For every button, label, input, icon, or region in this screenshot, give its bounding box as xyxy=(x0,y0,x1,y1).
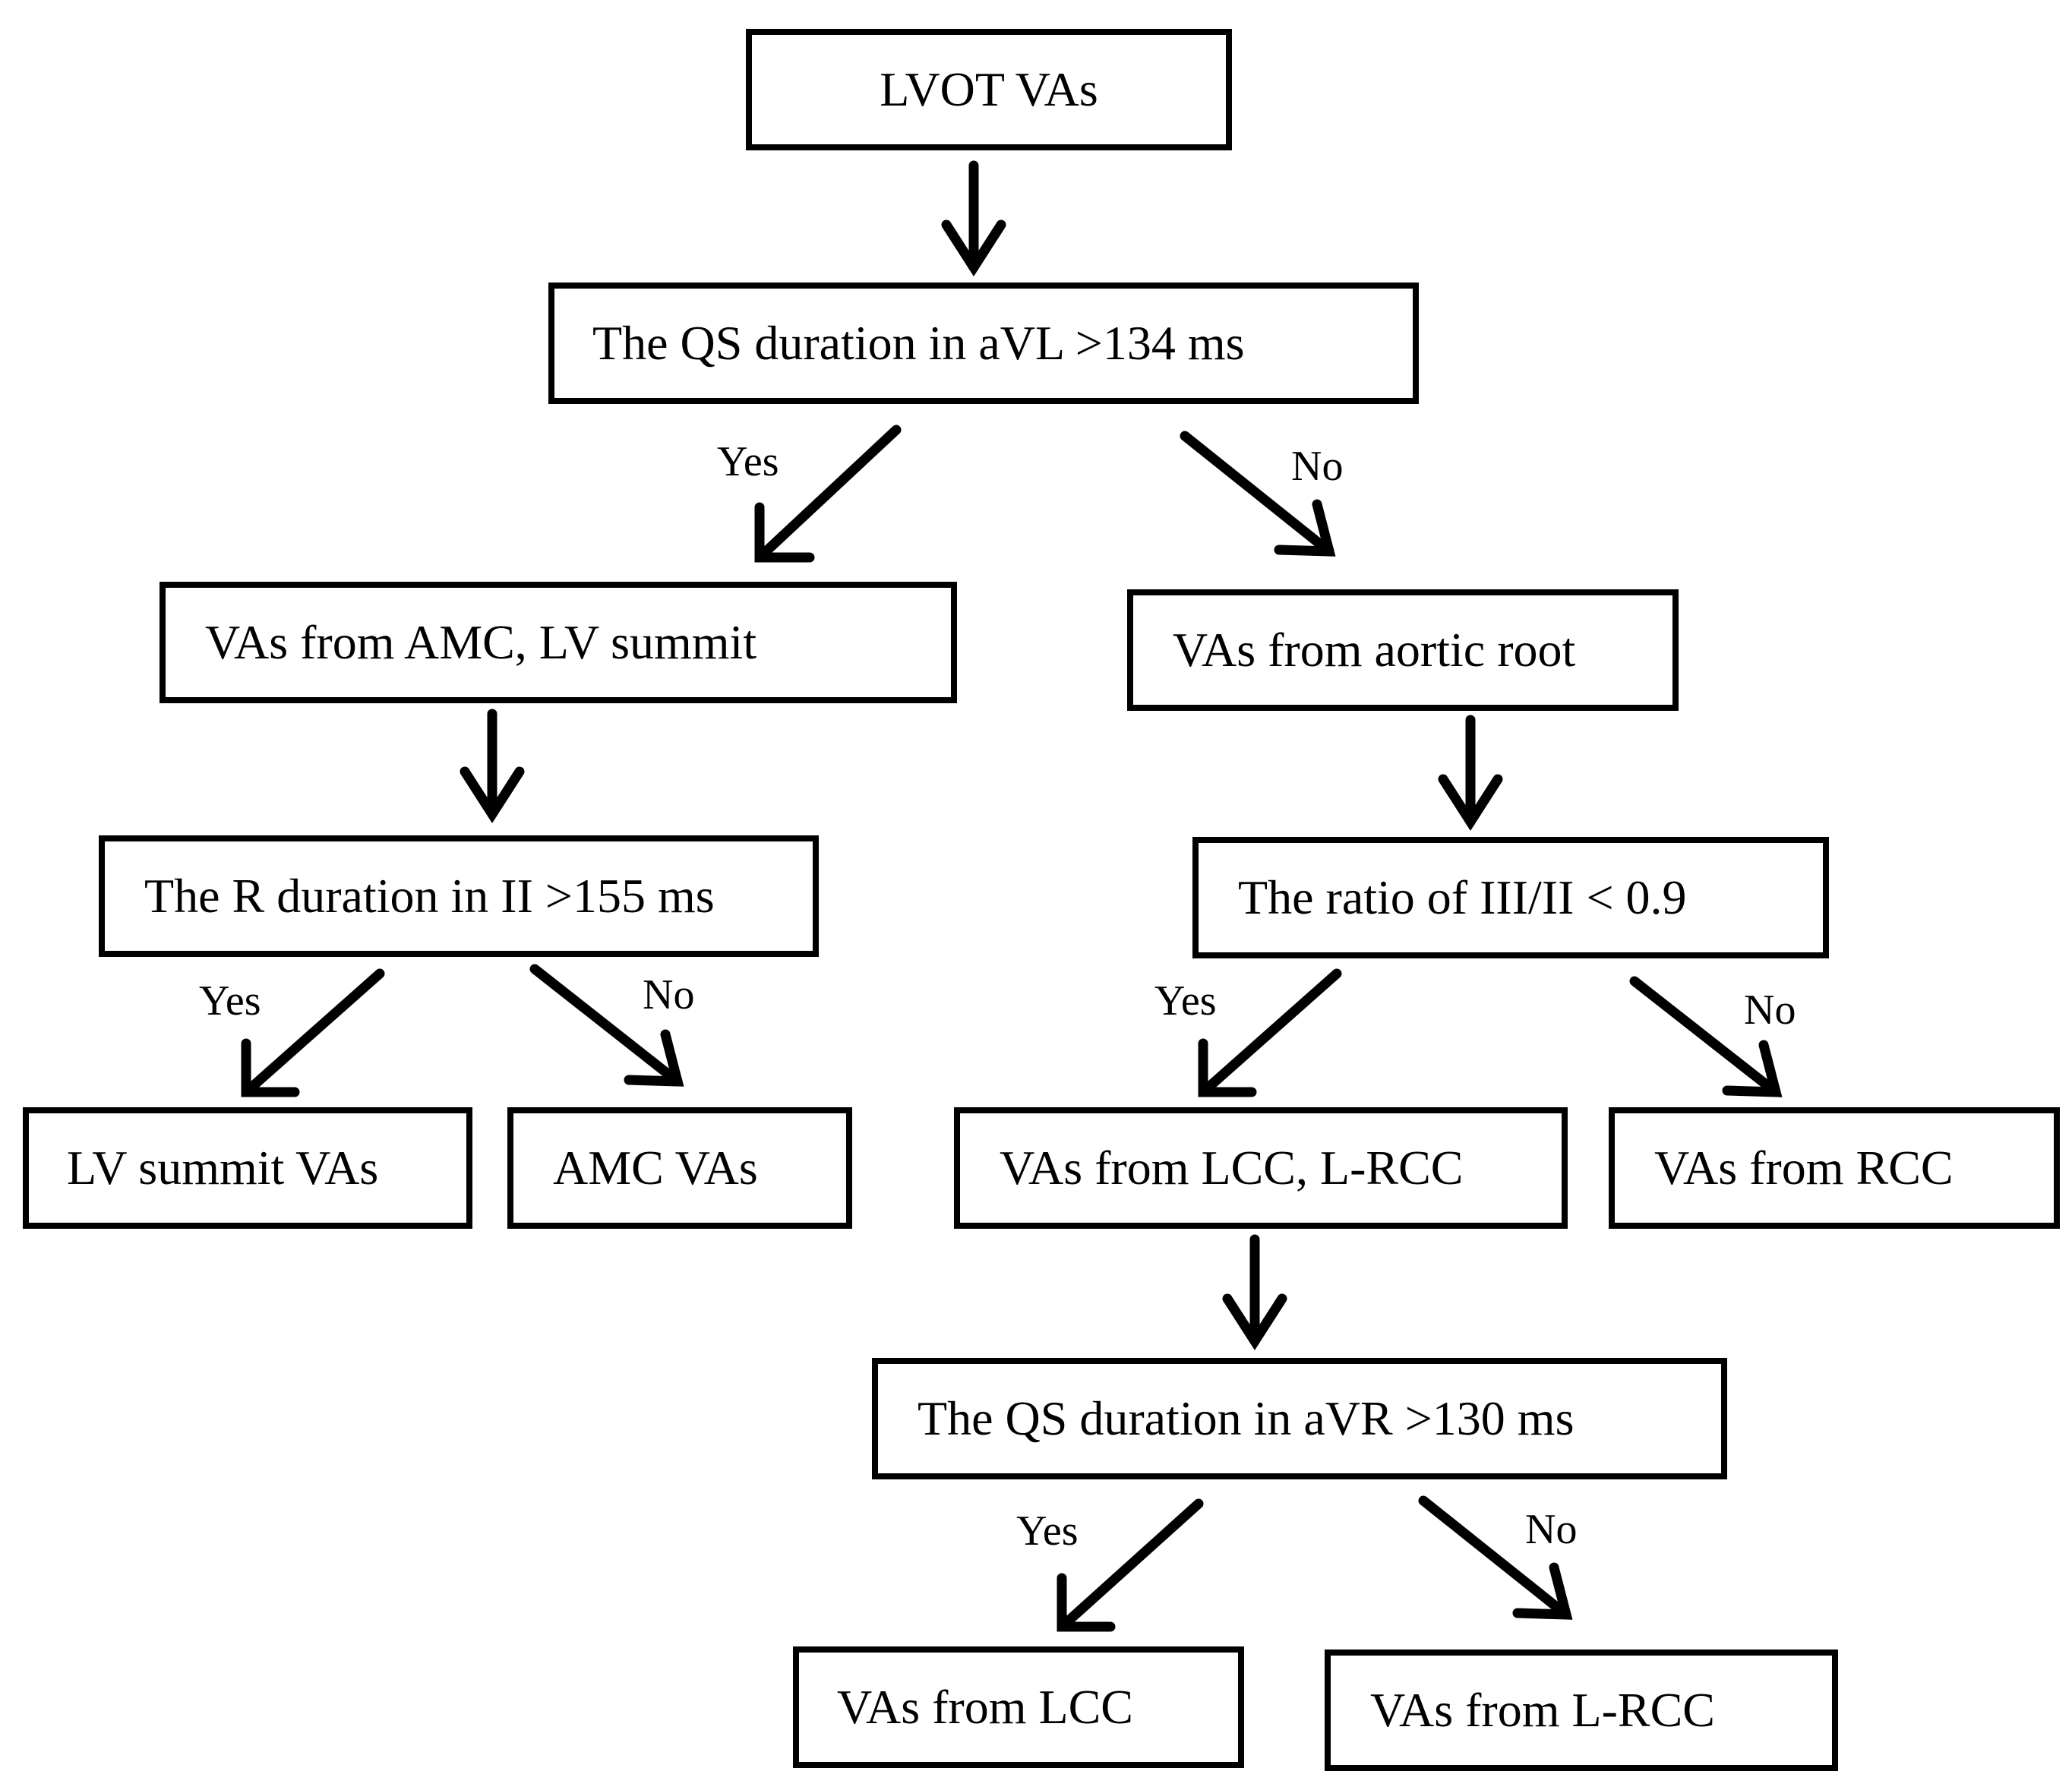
node-lv-summit-vas: LV summit VAs xyxy=(23,1107,472,1229)
node-amc-vas: AMC VAs xyxy=(507,1107,852,1229)
edge-label-q1-yes: Yes xyxy=(717,438,779,485)
node-vas-from-amc-lv-summit: VAs from AMC, LV summit xyxy=(160,582,957,703)
node-lvot-vas-label: LVOT VAs xyxy=(880,62,1098,116)
edge-label-q4-no: No xyxy=(1525,1506,1578,1553)
node-vas-from-lcc-l-rcc: VAs from LCC, L-RCC xyxy=(954,1107,1568,1229)
arrow-root-to-q1 xyxy=(941,160,1006,277)
node-vas-from-rcc-label: VAs from RCC xyxy=(1654,1141,1954,1195)
node-vas-from-aortic-root: VAs from aortic root xyxy=(1127,589,1679,711)
edge-label-q2-no: No xyxy=(643,971,695,1018)
arrow-q2-no xyxy=(529,964,684,1087)
arrow-q3-no xyxy=(1629,976,1783,1097)
node-lv-summit-vas-label: LV summit VAs xyxy=(67,1141,379,1195)
node-qs-duration-avl-label: The QS duration in aVL >134 ms xyxy=(592,316,1245,370)
node-qs-duration-avr-label: The QS duration in aVR >130 ms xyxy=(918,1391,1575,1445)
node-qs-duration-avl: The QS duration in aVL >134 ms xyxy=(548,283,1419,404)
node-vas-from-l-rcc-label: VAs from L-RCC xyxy=(1370,1683,1715,1737)
arrow-q3-yes xyxy=(1198,968,1342,1097)
edge-label-q2-yes: Yes xyxy=(199,977,261,1024)
node-ratio-iii-ii: The ratio of III/II < 0.9 xyxy=(1192,837,1829,958)
node-vas-from-lcc-l-rcc-label: VAs from LCC, L-RCC xyxy=(1000,1141,1464,1195)
node-ratio-iii-ii-label: The ratio of III/II < 0.9 xyxy=(1238,870,1687,924)
arrow-q2-yes xyxy=(241,968,385,1097)
arrow-amc-lv-to-q2 xyxy=(460,709,525,824)
arrow-q4-yes xyxy=(1057,1498,1204,1632)
arrow-aortic-root-to-q3 xyxy=(1438,715,1503,832)
node-vas-from-rcc: VAs from RCC xyxy=(1609,1107,2060,1229)
edge-label-q3-yes: Yes xyxy=(1154,977,1217,1024)
node-vas-from-amc-lv-summit-label: VAs from AMC, LV summit xyxy=(205,615,757,669)
arrow-q1-no xyxy=(1180,431,1336,557)
edge-label-q4-yes: Yes xyxy=(1016,1507,1079,1555)
node-vas-from-aortic-root-label: VAs from aortic root xyxy=(1173,623,1576,677)
node-vas-from-lcc-label: VAs from LCC xyxy=(837,1680,1133,1734)
node-r-duration-ii-label: The R duration in II >155 ms xyxy=(144,869,715,923)
node-vas-from-l-rcc: VAs from L-RCC xyxy=(1325,1650,1838,1771)
edge-label-q3-no: No xyxy=(1744,987,1796,1034)
arrow-q4-no xyxy=(1418,1495,1573,1620)
node-qs-duration-avr: The QS duration in aVR >130 ms xyxy=(872,1358,1727,1479)
arrow-lcc-lrcc-to-q4 xyxy=(1222,1234,1287,1351)
node-amc-vas-label: AMC VAs xyxy=(553,1141,758,1195)
node-vas-from-lcc: VAs from LCC xyxy=(793,1646,1244,1768)
edge-label-q1-no: No xyxy=(1291,443,1344,490)
arrow-q1-yes xyxy=(754,425,902,563)
node-lvot-vas: LVOT VAs xyxy=(746,29,1232,150)
node-r-duration-ii: The R duration in II >155 ms xyxy=(99,835,819,957)
